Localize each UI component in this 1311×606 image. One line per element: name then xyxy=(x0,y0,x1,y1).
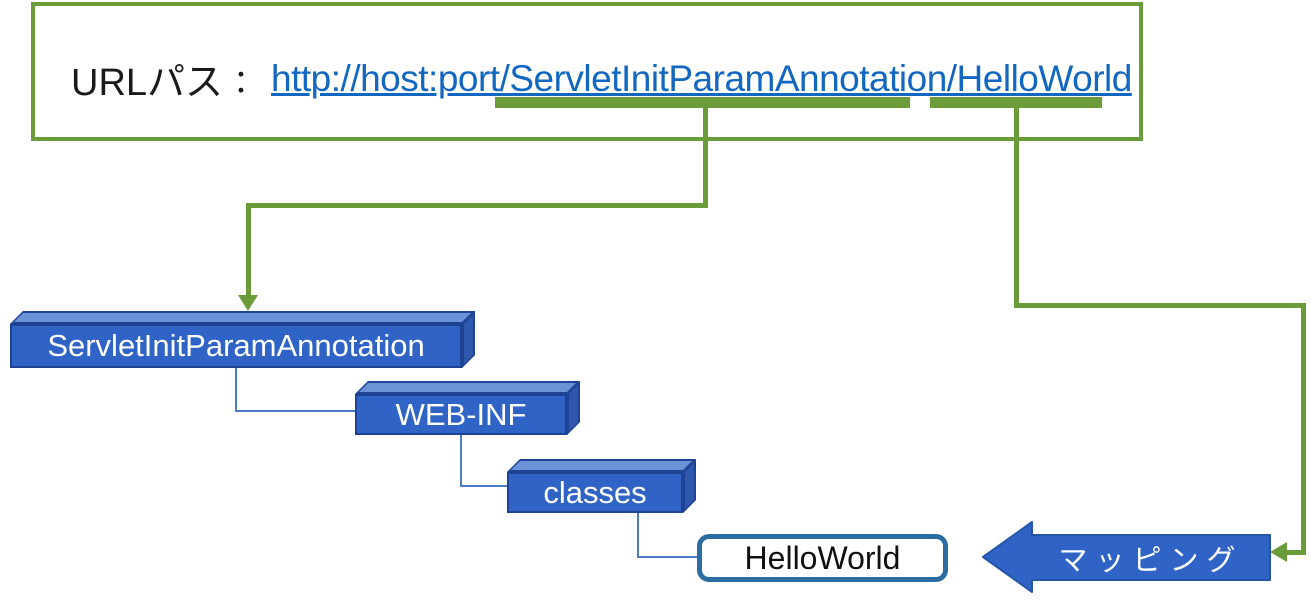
folder-box-classes: classes xyxy=(507,459,696,513)
url-panel: URLパス ： http://host:port/ServletInitPara… xyxy=(31,2,1143,141)
tree-connector-3-vertical xyxy=(637,513,639,558)
folder-front-face: ServletInitParamAnnotation xyxy=(10,324,462,368)
down-arrowhead-icon xyxy=(238,295,258,311)
servlet-path-connector-horizontal xyxy=(1014,303,1306,308)
folder-top-face xyxy=(355,381,580,394)
mapping-label: マッピング xyxy=(1058,544,1244,577)
app-path-connector-drop xyxy=(246,203,251,297)
folder-label: classes xyxy=(543,474,647,510)
folder-front-face: WEB-INF xyxy=(355,394,567,435)
tree-connector-3-horizontal xyxy=(637,556,697,558)
url-link[interactable]: http://host:port/ServletInitParamAnnotat… xyxy=(271,57,1132,99)
servlet-path-underline-bar xyxy=(930,97,1102,108)
url-path-label: URLパス xyxy=(71,62,224,104)
tree-connector-2-vertical xyxy=(460,435,462,487)
app-path-connector-vertical xyxy=(703,108,708,208)
folder-label: ServletInitParamAnnotation xyxy=(47,328,425,363)
url-separator: ： xyxy=(233,62,266,99)
folder-label: WEB-INF xyxy=(395,396,527,432)
tree-connector-1-horizontal xyxy=(235,410,355,412)
servlet-path-connector-vertical xyxy=(1014,108,1019,308)
servlet-label: HelloWorld xyxy=(744,539,901,576)
left-arrowhead-icon xyxy=(1270,542,1287,562)
tree-connector-2-horizontal xyxy=(460,485,507,487)
servlet-box-helloworld: HelloWorld xyxy=(697,534,948,582)
servlet-path-connector-foot xyxy=(1284,550,1306,555)
folder-top-face xyxy=(10,311,475,324)
servlet-path-connector-right-drop xyxy=(1301,303,1306,555)
app-path-connector-horizontal xyxy=(246,203,708,208)
app-path-underline-bar xyxy=(495,97,910,108)
folder-box-web-inf: WEB-INF xyxy=(355,381,580,435)
tree-connector-1-vertical xyxy=(235,368,237,412)
folder-box-servletinitparamannotation: ServletInitParamAnnotation xyxy=(10,311,475,368)
folder-front-face: classes xyxy=(507,472,683,513)
folder-top-face xyxy=(507,459,696,472)
